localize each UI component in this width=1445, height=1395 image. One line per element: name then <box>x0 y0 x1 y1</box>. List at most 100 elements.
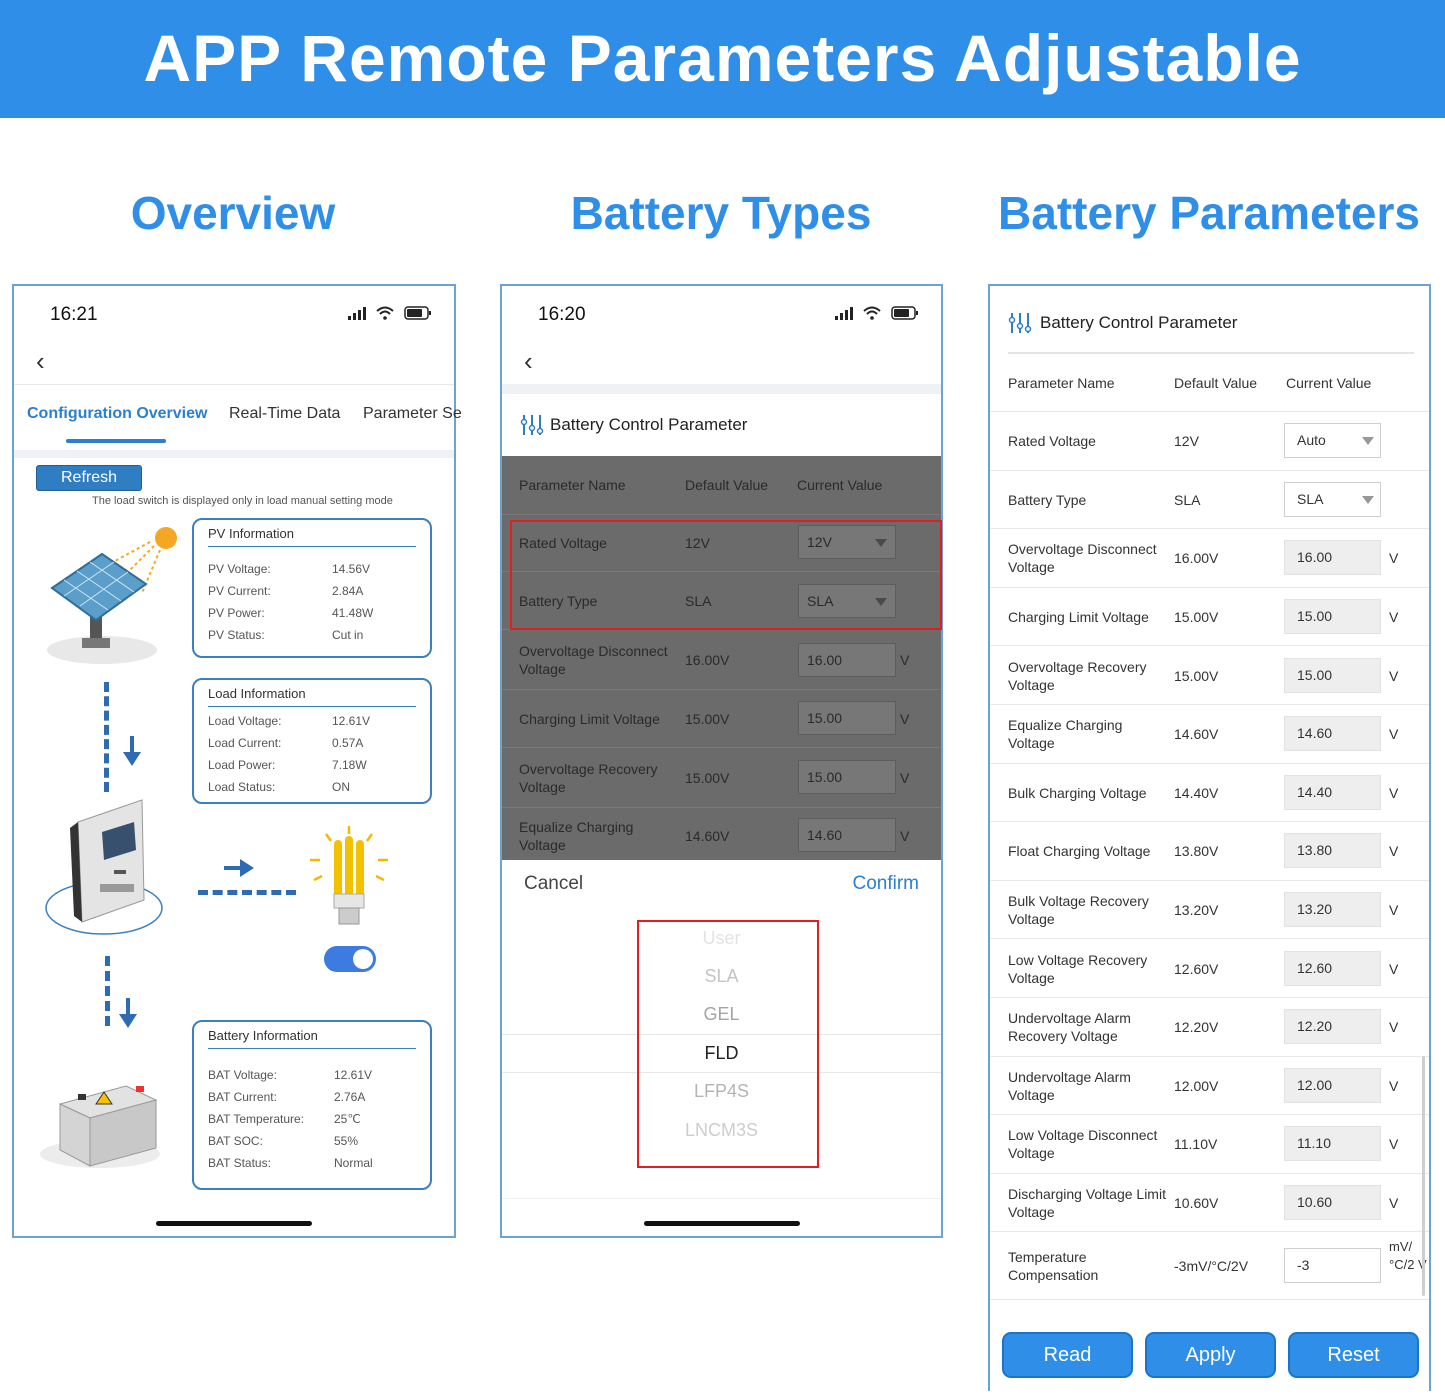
rated-voltage-select[interactable]: 12V <box>798 525 896 559</box>
param-input[interactable]: 12.60 <box>1284 950 1381 986</box>
param-default: 11.10V <box>1174 1136 1218 1153</box>
param-unit: V <box>1389 960 1399 977</box>
pv-status-value: Cut in <box>332 628 364 642</box>
param-input[interactable]: 16.00 <box>1284 540 1381 576</box>
picker-option[interactable]: SLA <box>704 966 739 986</box>
read-button[interactable]: Read <box>1002 1332 1133 1378</box>
param-current-value: Auto <box>1297 432 1326 449</box>
param-select[interactable]: Auto <box>1284 423 1381 459</box>
param-default: 14.40V <box>1174 784 1219 801</box>
param-input[interactable]: 15.00 <box>798 760 896 794</box>
param-input[interactable]: 11.10 <box>1284 1126 1381 1162</box>
home-indicator <box>643 1221 800 1226</box>
param-default: -3mV/°C/2V <box>1174 1258 1249 1275</box>
param-input[interactable]: 15.00 <box>798 701 896 735</box>
param-input[interactable]: 15.00 <box>1284 599 1381 635</box>
load-information-card: Load Information Load Voltage: 12.61V Lo… <box>192 678 432 804</box>
param-select[interactable]: SLA <box>1284 481 1381 517</box>
table-row: Bulk Voltage Recovery Voltage 13.20V 13.20… <box>990 881 1429 940</box>
param-input[interactable]: 14.60 <box>798 818 896 852</box>
confirm-button[interactable]: Confirm <box>852 873 919 894</box>
param-unit: V <box>1389 1136 1399 1153</box>
param-current-value: 16.00 <box>1297 549 1333 566</box>
signal-icon <box>348 306 366 320</box>
picker-option[interactable]: User <box>702 928 741 948</box>
param-input[interactable]: 14.40 <box>1284 774 1381 810</box>
pv-voltage-value: 14.56V <box>332 562 371 576</box>
param-current-value: 14.40 <box>1297 783 1333 800</box>
picker-option[interactable]: GEL <box>703 1004 740 1024</box>
cancel-button[interactable]: Cancel <box>524 873 584 894</box>
param-input[interactable]: 12.20 <box>1284 1009 1381 1045</box>
dropdown-arrow-icon <box>1362 437 1374 446</box>
picker-option-selected[interactable]: FLD <box>704 1043 739 1063</box>
section-title-battery-types: Battery Types <box>570 187 872 239</box>
back-chevron-icon[interactable]: ‹ <box>524 346 533 376</box>
tab-parameter-settings[interactable]: Parameter Se <box>363 405 462 422</box>
bat-voltage-value: 12.61V <box>334 1068 373 1082</box>
param-input[interactable]: 16.00 <box>798 643 896 677</box>
flow-line-pv <box>104 682 109 792</box>
card-divider <box>208 1048 416 1049</box>
param-default: 10.60V <box>1174 1195 1219 1212</box>
picker-option[interactable]: LFP4S <box>693 1081 750 1101</box>
back-chevron-icon[interactable]: ‹ <box>36 346 45 376</box>
param-input[interactable]: 13.20 <box>1284 892 1381 928</box>
col-header-name: Parameter Name <box>519 477 626 493</box>
dropdown-arrow-icon <box>875 539 887 547</box>
param-current-value: -3 <box>1297 1257 1310 1274</box>
param-default: 13.80V <box>1174 843 1219 860</box>
load-switch-toggle[interactable] <box>324 946 376 972</box>
load-switch-note: The load switch is displayed only in loa… <box>92 495 393 507</box>
tab-real-time-data[interactable]: Real-Time Data <box>229 405 341 422</box>
param-input[interactable]: 15.00 <box>1284 657 1381 693</box>
pv-power-value: 41.48W <box>332 606 374 620</box>
param-input[interactable]: 13.80 <box>1284 833 1381 869</box>
tab-divider <box>14 450 454 458</box>
param-input[interactable]: 12.00 <box>1284 1067 1381 1103</box>
pv-power-label: PV Power: <box>208 606 265 620</box>
header-divider <box>502 384 941 394</box>
tab-configuration-overview[interactable]: Configuration Overview <box>27 405 208 422</box>
param-unit: V <box>1389 1195 1399 1212</box>
reset-button[interactable]: Reset <box>1288 1332 1419 1378</box>
battery-type-select[interactable]: SLA <box>798 584 896 618</box>
apply-button[interactable]: Apply <box>1145 1332 1276 1378</box>
col-header-current: Current Value <box>1286 375 1372 391</box>
param-name: Battery Type <box>1008 491 1087 508</box>
param-name: Undervoltage Alarm Voltage <box>1008 1068 1131 1103</box>
param-name: Temperature Compensation <box>1008 1249 1099 1284</box>
wifi-icon <box>376 306 394 320</box>
param-default: 13.20V <box>1174 902 1219 919</box>
bat-temperature-value: 25℃ <box>334 1112 361 1126</box>
param-current-value: SLA <box>1297 490 1324 507</box>
param-default: 14.60V <box>1174 726 1219 743</box>
param-unit: V <box>1389 843 1399 860</box>
param-name: Equalize Charging Voltage <box>1008 717 1123 752</box>
title-divider <box>1008 352 1414 354</box>
param-unit: V <box>1389 1019 1399 1036</box>
param-unit: mV/ °C/2 V <box>1389 1239 1427 1273</box>
param-current-value: 12.60 <box>1297 959 1333 976</box>
pv-current-value: 2.84A <box>332 584 364 598</box>
battery-status-icon <box>891 306 918 320</box>
refresh-button[interactable]: Refresh <box>36 465 142 491</box>
bat-temperature-label: BAT Temperature: <box>208 1112 305 1126</box>
load-current-value: 0.57A <box>332 736 364 750</box>
param-input[interactable]: 14.60 <box>1284 716 1381 752</box>
param-input[interactable]: 10.60 <box>1284 1185 1381 1221</box>
param-name: Bulk Voltage Recovery Voltage <box>1008 893 1149 928</box>
param-default: 12.20V <box>1174 1019 1219 1036</box>
param-input[interactable]: -3 <box>1284 1248 1381 1284</box>
scrollbar[interactable] <box>1422 1056 1425 1296</box>
param-default: 16.00V <box>1174 550 1219 567</box>
picker-divider <box>502 1072 941 1073</box>
battery-parameters-panel: Battery Control Parameter Parameter Name… <box>988 284 1431 1391</box>
card-divider <box>208 546 416 547</box>
picker-option[interactable]: LNCM3S <box>684 1120 759 1140</box>
status-icons <box>835 306 919 320</box>
